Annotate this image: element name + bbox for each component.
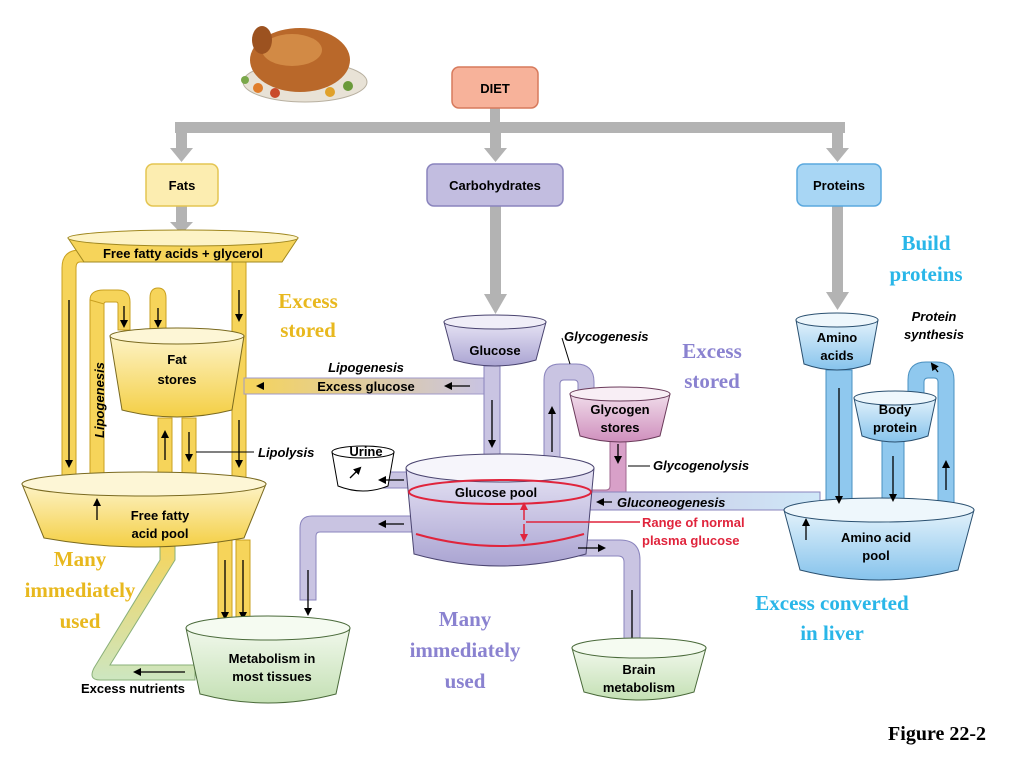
fat-many-used-line1: Many (54, 547, 107, 571)
figure-label: Figure 22-2 (888, 723, 986, 745)
diet-label: DIET (480, 81, 510, 96)
fat-many-used-line2: immediately (25, 578, 136, 602)
free-fatty-acids-tray: Free fatty acids + glycerol (67, 229, 299, 263)
body-protein-line1: Body (879, 402, 912, 417)
free-fatty-acid-pool: Free fatty acid pool (21, 471, 267, 548)
range-line2: plasma glucose (642, 533, 740, 548)
excess-converted-line1: Excess converted (755, 591, 909, 615)
fat-excess-stored-line1: Excess (278, 289, 338, 313)
fat-many-used-line3: used (60, 609, 101, 633)
protein-flow-arrows (802, 362, 950, 540)
fatty-acid-pool-line1: Free fatty (131, 508, 190, 523)
amino-acids-line1: Amino (817, 330, 858, 345)
fat-flow-arrows (65, 290, 264, 676)
excess-glucose-label: Excess glucose (317, 379, 415, 394)
glycogen-line2: stores (600, 420, 639, 435)
urine-label: Urine (349, 444, 382, 459)
plasma-glucose-range: Range of normal plasma glucose (520, 502, 745, 548)
protein-synthesis-line1: Protein (912, 309, 957, 324)
fatty-acid-pool-line2: acid pool (131, 526, 188, 541)
carb-flow-arrows (304, 382, 636, 648)
glycogenesis-label: Glycogenesis (564, 329, 649, 344)
lipolysis-label: Lipolysis (258, 445, 314, 460)
glycogen-line1: Glycogen (590, 402, 649, 417)
build-proteins-line2: proteins (889, 262, 962, 286)
glucose-pool: Glucose pool (405, 453, 595, 567)
roast-turkey-icon (241, 26, 368, 103)
amino-acids-container: Amino acids (795, 312, 879, 371)
fat-stores-container: Fat stores (109, 327, 245, 418)
glycogenolysis-callout: Glycogenolysis (628, 458, 749, 473)
amino-pool-line1: Amino acid (841, 530, 911, 545)
amino-acid-pool: Amino acid pool (783, 497, 975, 581)
proteins-label: Proteins (813, 178, 865, 193)
carb-many-used-line2: immediately (410, 638, 521, 662)
fat-pipes (61, 249, 485, 631)
excess-nutrients-label: Excess nutrients (81, 681, 185, 696)
fat-stores-line1: Fat (167, 352, 187, 367)
protein-synthesis-line2: synthesis (904, 327, 964, 342)
brain-line2: metabolism (603, 680, 675, 695)
brain-line1: Brain (622, 662, 655, 677)
brain-metabolism-container: Brain metabolism (571, 637, 707, 701)
metabolism-line2: most tissues (232, 669, 311, 684)
excess-nutrients-pipe (91, 539, 196, 681)
glucose-label: Glucose (469, 343, 520, 358)
build-proteins-line1: Build (901, 231, 950, 255)
amino-acids-line2: acids (820, 348, 853, 363)
proteins-box: Proteins (796, 163, 882, 207)
glycogenesis-callout: Glycogenesis (561, 329, 649, 365)
diet-distribution-arrows (170, 108, 849, 314)
fats-label: Fats (169, 178, 196, 193)
lipogenesis-label: Lipogenesis (328, 360, 404, 375)
gluconeogenesis-label: Gluconeogenesis (617, 495, 725, 510)
fat-excess-stored-line2: stored (280, 318, 336, 342)
glucose-pool-label: Glucose pool (455, 485, 537, 500)
carb-excess-stored-line2: stored (684, 369, 740, 393)
amino-pool-line2: pool (862, 548, 889, 563)
carb-many-used-line1: Many (439, 607, 492, 631)
fat-stores-line2: stores (157, 372, 196, 387)
carb-excess-stored-line1: Excess (682, 339, 742, 363)
body-protein-container: Body protein (853, 390, 937, 443)
glycogenolysis-label: Glycogenolysis (653, 458, 749, 473)
free-fatty-acids-label: Free fatty acids + glycerol (103, 246, 263, 261)
carb-many-used-line3: used (445, 669, 486, 693)
excess-converted-line2: in liver (800, 621, 864, 645)
fats-box: Fats (145, 163, 219, 207)
glucose-container: Glucose (443, 314, 547, 367)
metabolism-tissues-container: Metabolism in most tissues (185, 615, 351, 704)
glycogen-stores-container: Glycogen stores (569, 386, 671, 443)
body-protein-line2: protein (873, 420, 917, 435)
lipogenesis-vertical-label: Lipogenesis (92, 362, 107, 438)
carbohydrates-label: Carbohydrates (449, 178, 541, 193)
metabolism-line1: Metabolism in (229, 651, 316, 666)
diet-box: DIET (451, 66, 539, 109)
carbohydrates-box: Carbohydrates (426, 163, 564, 207)
range-line1: Range of normal (642, 515, 745, 530)
lipolysis-callout: Lipolysis (196, 445, 314, 460)
urine-container: Urine (331, 444, 395, 492)
